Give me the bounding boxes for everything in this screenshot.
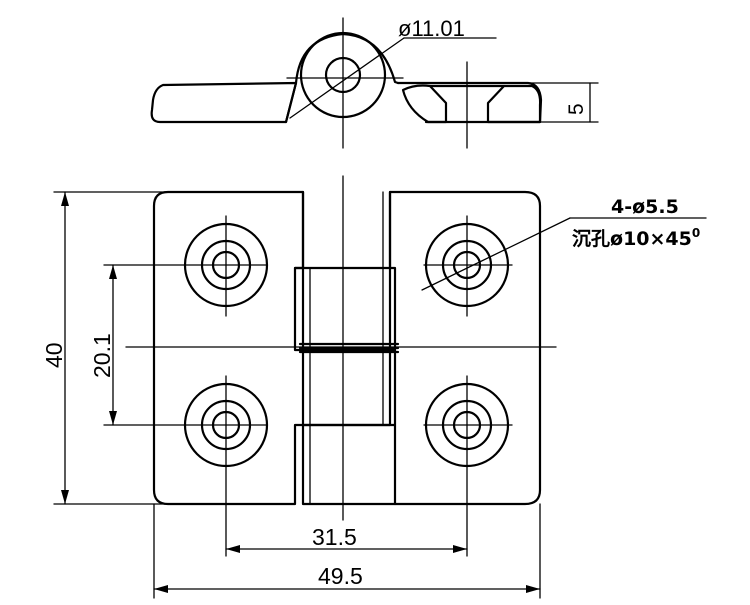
side-view-section-left bbox=[401, 84, 448, 124]
spacing-h-arrow-left bbox=[226, 545, 240, 553]
pin-diameter-leader bbox=[289, 37, 405, 119]
knuckle-lower bbox=[301, 348, 397, 506]
callout-hole-size: 4-ø5.5 bbox=[611, 196, 679, 218]
thickness-label: 5 bbox=[565, 103, 588, 115]
front-view: 4-ø5.5 沉孔ø10×450 bbox=[103, 175, 707, 557]
callout-leader bbox=[421, 217, 571, 291]
callout-countersink: 沉孔ø10×450 bbox=[572, 226, 700, 250]
spacing-v-arrow-top bbox=[109, 265, 117, 279]
dimensions: 40 20.1 31.5 49.5 bbox=[41, 191, 541, 599]
height-arrow-bottom bbox=[61, 490, 69, 504]
callout-countersink-value: ø10×45 bbox=[610, 228, 692, 250]
height-label: 40 bbox=[41, 342, 67, 368]
side-view: ø11.01 5 bbox=[150, 16, 599, 149]
width-arrow-right bbox=[526, 585, 540, 593]
callout-countersink-degree: 0 bbox=[692, 226, 700, 240]
spacing-v-arrow-bottom bbox=[109, 411, 117, 425]
spacing-v-label: 20.1 bbox=[89, 333, 115, 378]
left-leaf-outline bbox=[152, 190, 305, 506]
pin-diameter-label: ø11.01 bbox=[398, 16, 465, 41]
side-view-plate-outline bbox=[150, 81, 298, 124]
side-view-section-right bbox=[486, 84, 542, 124]
width-label: 49.5 bbox=[318, 563, 363, 589]
callout-countersink-prefix: 沉孔 bbox=[572, 228, 610, 250]
height-arrow-top bbox=[61, 192, 69, 206]
width-arrow-left bbox=[154, 585, 168, 593]
spacing-h-arrow-right bbox=[453, 545, 467, 553]
knuckle-middle bbox=[293, 266, 392, 352]
spacing-h-label: 31.5 bbox=[312, 524, 357, 550]
